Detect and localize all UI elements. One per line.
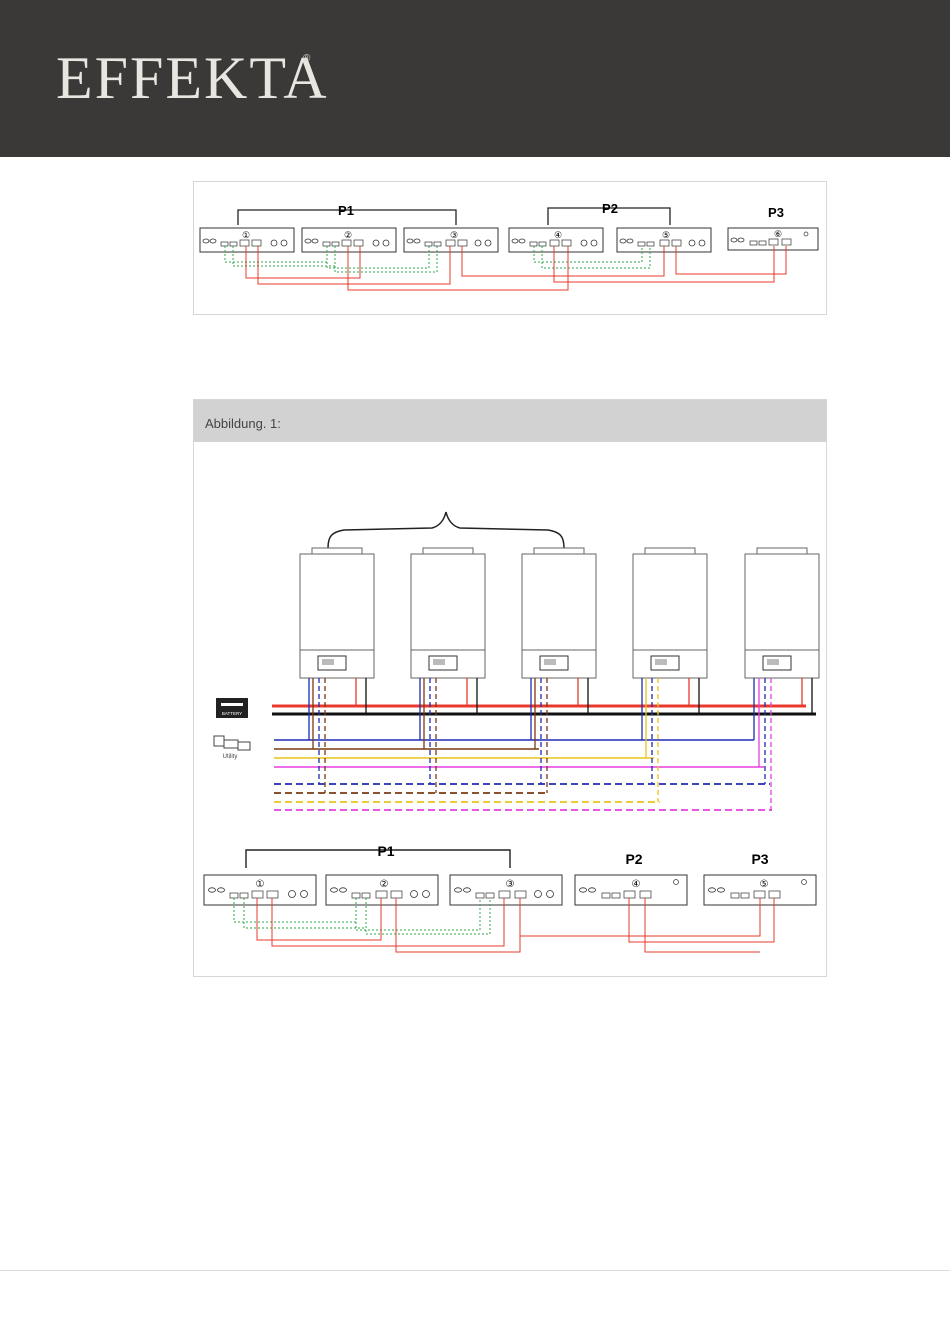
unit-number-6: ⑥	[774, 229, 782, 239]
lower-group-label-p1: P1	[377, 843, 394, 859]
unit-number-1: ①	[242, 230, 250, 240]
lower-unit-panel-3: ③	[450, 875, 562, 905]
utility-label: Utility	[223, 754, 238, 760]
ac-input-buses	[274, 740, 764, 767]
page-header: EFFEKTA ®	[0, 0, 950, 157]
lower-unit-number-3: ③	[506, 879, 515, 890]
wiring-diagram-six-units: P1 P2 P3 ① ②	[194, 182, 826, 314]
unit-panel-3: ③	[404, 228, 498, 252]
unit-number-2: ②	[344, 230, 352, 240]
lower-unit-panel-4: ④	[575, 875, 687, 905]
inverter-cabinet-1	[300, 548, 374, 678]
unit-panel-1: ①	[200, 228, 294, 252]
inverter-cabinet-3	[522, 548, 596, 678]
lower-group-label-p3: P3	[751, 851, 768, 867]
unit-panel-6: ⑥	[728, 228, 818, 250]
group-label-p2: P2	[602, 201, 618, 216]
lower-unit-number-4: ④	[632, 879, 641, 890]
parallel-installation-diagram: BATTERY Utility	[194, 400, 826, 976]
battery-label: BATTERY	[222, 711, 242, 716]
unit-panel-4: ④	[509, 228, 603, 252]
ac-output-buses	[274, 784, 772, 810]
inverter-cabinet-4	[633, 548, 707, 678]
wiring-figure-six-units: P1 P2 P3 ① ②	[193, 181, 827, 315]
registered-mark: ®	[303, 53, 310, 64]
utility-icon: Utility	[214, 736, 250, 760]
inverter-cabinet-5	[745, 548, 819, 678]
group-label-p3: P3	[768, 205, 784, 220]
footer-divider	[0, 1270, 950, 1271]
lower-group-label-p2: P2	[625, 851, 642, 867]
cabinet-drops	[309, 678, 812, 810]
lower-unit-panel-1: ①	[204, 875, 316, 905]
inverter-cabinet-2	[411, 548, 485, 678]
lower-unit-panel-2: ②	[326, 875, 438, 905]
lower-unit-number-2: ②	[380, 879, 389, 890]
unit-number-5: ⑤	[662, 230, 670, 240]
lower-unit-number-5: ⑤	[760, 879, 769, 890]
unit-number-4: ④	[554, 230, 562, 240]
figure-abbildung-1: Abbildung. 1:	[193, 399, 827, 977]
unit-panel-2: ②	[302, 228, 396, 252]
effekta-logo: EFFEKTA	[56, 48, 329, 108]
lower-current-sharing-cables-red	[257, 898, 774, 952]
battery-icon: BATTERY	[216, 698, 248, 718]
lower-unit-number-1: ①	[256, 879, 265, 890]
group-brace	[328, 512, 564, 548]
group-label-p1: P1	[338, 203, 354, 218]
unit-number-3: ③	[450, 230, 458, 240]
